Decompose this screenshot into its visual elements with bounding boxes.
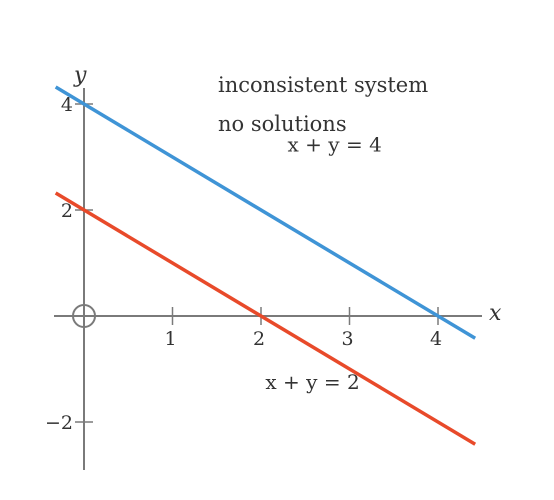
x-axis-label: x xyxy=(489,301,502,326)
series-label: x + y = 2 xyxy=(265,370,359,394)
y-ticks: 4 2 −2 xyxy=(45,94,93,434)
y-axis-label: y xyxy=(73,63,87,88)
series-line-x-plus-y-4 xyxy=(54,85,477,340)
y-tick-label: −2 xyxy=(45,412,73,434)
series-label: x + y = 4 xyxy=(288,133,382,157)
annotation-inconsistent-system: inconsistent system xyxy=(218,73,428,97)
x-tick-label: 1 xyxy=(164,328,176,350)
y-tick-label: 2 xyxy=(61,200,73,222)
annotation-no-solutions: no solutions xyxy=(218,112,347,136)
origin-marker xyxy=(69,301,99,331)
x-tick-label: 3 xyxy=(341,328,353,350)
x-tick-label: 4 xyxy=(430,328,442,350)
x-tick-label: 2 xyxy=(253,328,265,350)
series-line-x-plus-y-2 xyxy=(54,191,477,446)
y-tick-label: 4 xyxy=(61,94,73,116)
x-ticks: 1 2 3 4 xyxy=(164,307,442,350)
series-group: x + y = 4 x + y = 2 xyxy=(54,85,477,446)
